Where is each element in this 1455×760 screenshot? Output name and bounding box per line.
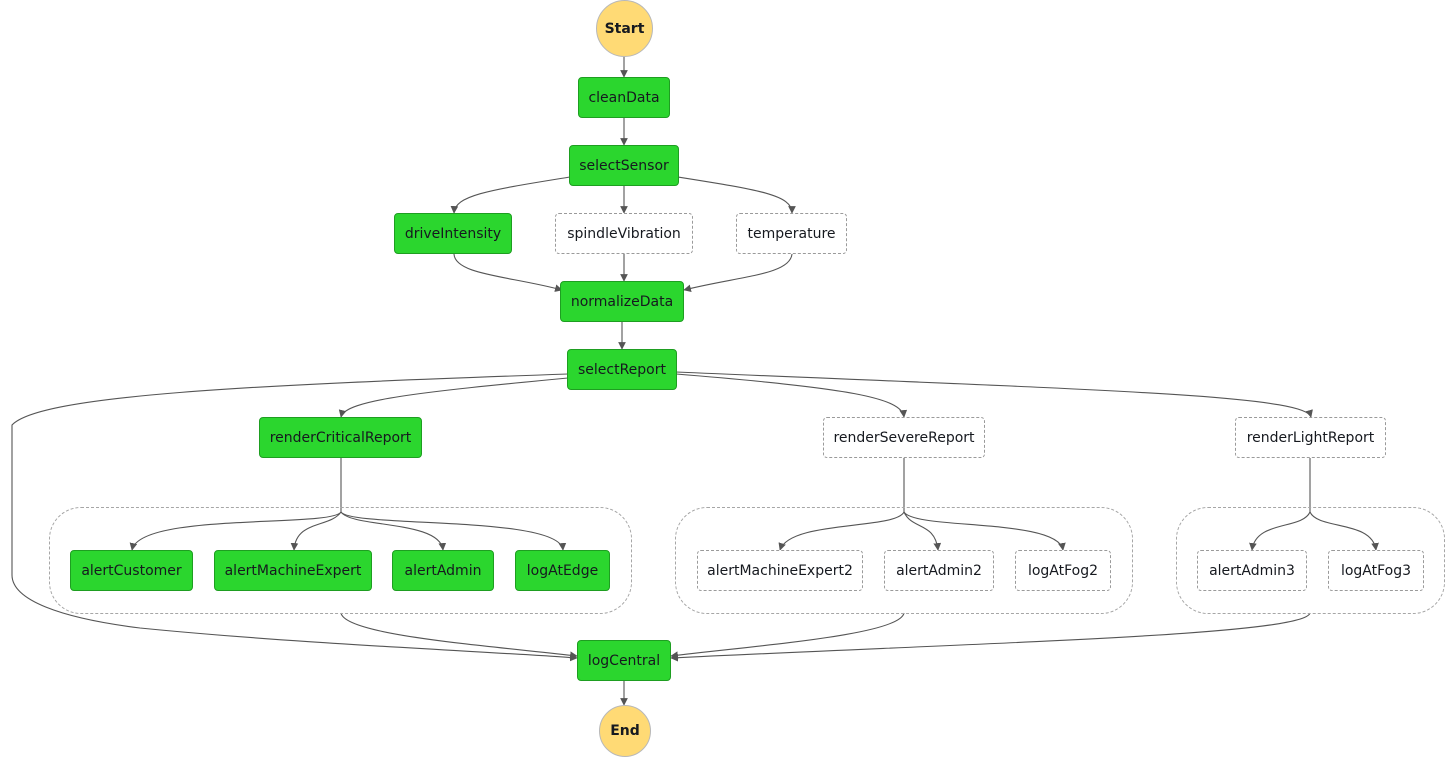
parallel-branch-severe — [675, 507, 1133, 614]
state-logatfog3[interactable]: logAtFog3 — [1328, 550, 1424, 591]
edge-branch-alertmachineexpert — [290, 511, 342, 551]
edge-group3-logcentral — [670, 612, 1311, 662]
state-driveintensity[interactable]: driveIntensity — [394, 213, 512, 254]
state-alertcustomer[interactable]: alertCustomer — [70, 550, 193, 591]
edge-group1-logcentral — [340, 612, 578, 660]
state-renderlightreport[interactable]: renderLightReport — [1235, 417, 1386, 458]
edge-selectsensor-driveintensity — [450, 176, 571, 214]
state-alertadmin[interactable]: alertAdmin — [392, 550, 494, 591]
state-logatfog2[interactable]: logAtFog2 — [1015, 550, 1111, 591]
state-alertadmin3[interactable]: alertAdmin3 — [1197, 550, 1307, 591]
state-alertmachineexpert2[interactable]: alertMachineExpert2 — [697, 550, 863, 591]
edge-group2-logcentral — [670, 612, 905, 659]
edge-branch-logatfog3 — [1309, 511, 1379, 551]
edge-selectreport-renderlight — [675, 371, 1313, 418]
start-state[interactable]: Start — [596, 0, 653, 57]
state-spindlevibration[interactable]: spindleVibration — [555, 213, 693, 254]
edge-selectreport-logcentral — [11, 373, 578, 662]
edge-selectsensor-temperature — [677, 176, 796, 214]
edge-branch-alertadmin2 — [903, 511, 942, 551]
state-logatedge[interactable]: logAtEdge — [515, 550, 610, 591]
edge-branch-alertadmin — [340, 511, 447, 551]
state-selectreport[interactable]: selectReport — [567, 349, 677, 390]
state-selectsensor[interactable]: selectSensor — [569, 145, 679, 186]
edge-branch-alertadmin3 — [1249, 511, 1311, 551]
edge-branch-alertcustomer — [129, 511, 342, 551]
state-normalizedata[interactable]: normalizeData — [560, 281, 684, 322]
state-rendercriticalreport[interactable]: renderCriticalReport — [259, 417, 422, 458]
edge-selectreport-rendersevere — [675, 373, 908, 418]
state-renderseverereport[interactable]: renderSevereReport — [823, 417, 985, 458]
edge-branch-alertmachineexpert2 — [778, 511, 905, 551]
edge-selectreport-rendercritical — [338, 377, 569, 418]
edge-driveintensity-normalizedata — [453, 253, 563, 292]
state-cleandata[interactable]: cleanData — [578, 77, 670, 118]
state-logcentral[interactable]: logCentral — [577, 640, 671, 681]
state-alertadmin2[interactable]: alertAdmin2 — [884, 550, 994, 591]
state-temperature[interactable]: temperature — [736, 213, 847, 254]
parallel-branch-critical — [49, 507, 632, 614]
end-state[interactable]: End — [599, 705, 651, 757]
edge-branch-logatfog2 — [903, 511, 1066, 551]
parallel-branch-light — [1176, 507, 1445, 614]
state-alertmachineexpert[interactable]: alertMachineExpert — [214, 550, 372, 591]
edge-branch-logatedge — [340, 511, 567, 551]
edge-temperature-normalizedata — [683, 253, 793, 293]
